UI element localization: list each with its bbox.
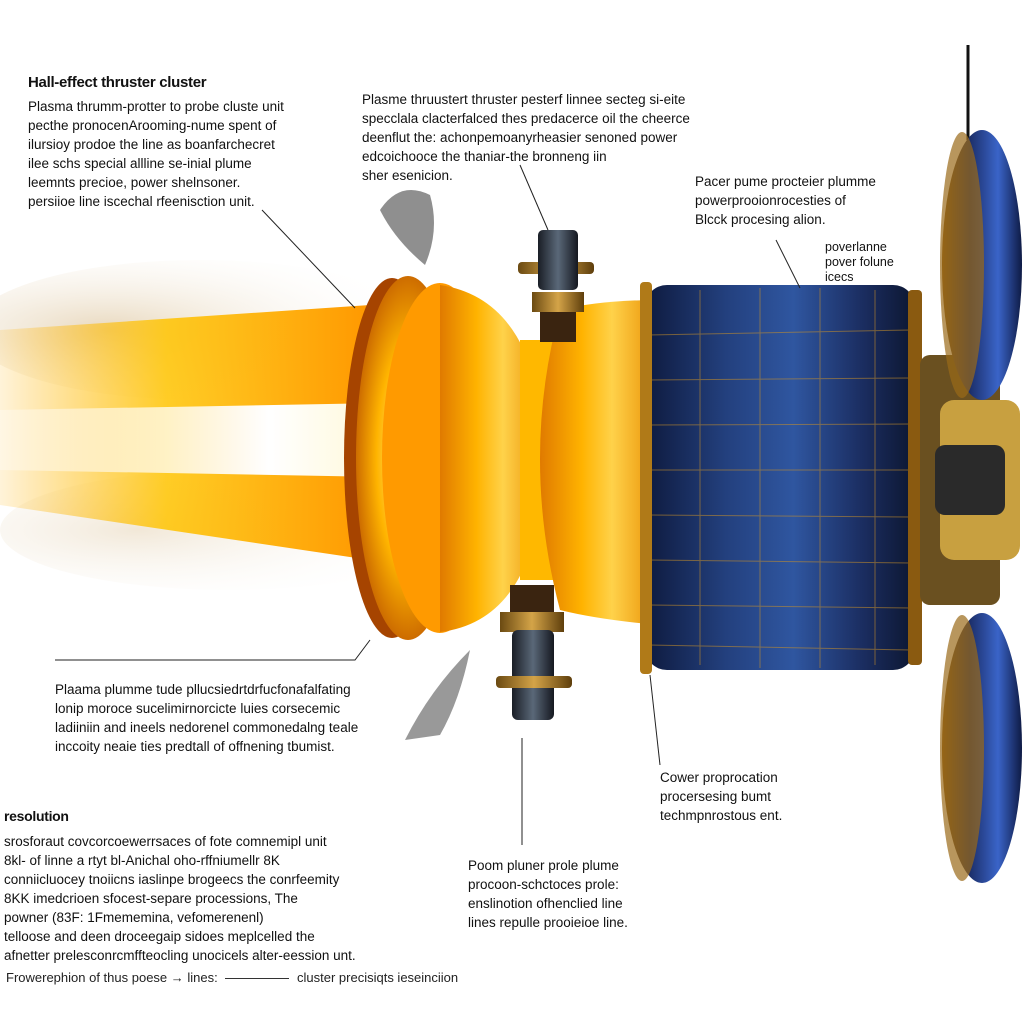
solar-disk-bottom-edge <box>940 615 984 881</box>
chamber-dome <box>540 300 660 625</box>
top-nozzle-body <box>538 230 578 290</box>
top-nozzle-collar <box>532 292 584 312</box>
exhaust-wisp-top <box>380 190 434 265</box>
exhaust-wisp-bottom <box>405 650 470 740</box>
diagram-title: Hall-effect thruster cluster <box>28 74 207 91</box>
top-nozzle-neck <box>540 312 576 342</box>
plasma-core <box>0 402 448 478</box>
label-bottom-center: Poom pluner prole plume procoon-schctoce… <box>468 858 628 930</box>
callout-lines <box>55 164 801 845</box>
arrow-icon: → <box>170 970 188 985</box>
label-mid-left: Plaama plumme tude pllucsiedrtdrfucfonaf… <box>55 682 359 754</box>
chamber-left <box>440 285 545 632</box>
footer-text-b: lines: <box>187 970 218 985</box>
label-right-upper: Pacer pume procteier plumme powerprooion… <box>695 174 876 227</box>
label-right-small: poverlanne pover folune icecs <box>825 240 894 284</box>
cylinder-rim-left <box>640 282 652 674</box>
label-top-left: Plasma thrumm-protter to probe cluste un… <box>28 99 284 209</box>
bottom-nozzle-collar <box>500 612 564 632</box>
bottom-nozzle-neck <box>510 585 554 615</box>
bottom-bracket <box>496 676 572 688</box>
bottom-nozzle-body <box>512 630 554 720</box>
footer-text-a: Frowerephion of thus poese <box>6 970 168 985</box>
panel-grid <box>647 288 913 668</box>
power-unit-cylinder <box>645 285 915 670</box>
resolution-body: srosforaut covcorcoewerrsaces of fote co… <box>4 834 356 963</box>
solar-disk-top-edge <box>940 132 984 398</box>
resolution-heading: resolution <box>4 808 69 824</box>
footer-text-c: cluster precisiqts ieseinciion <box>297 970 459 985</box>
label-right-mid: Cower proprocation procersesing bumt tec… <box>660 770 783 823</box>
rear-hub-ring <box>935 445 1005 515</box>
footer-legend: Frowerephion of thus poese → lines: clus… <box>6 970 458 985</box>
legend-line <box>225 978 290 980</box>
label-top-center: Plasme thruustert thruster pesterf linne… <box>362 92 690 183</box>
cylinder-rim-right <box>908 290 922 665</box>
